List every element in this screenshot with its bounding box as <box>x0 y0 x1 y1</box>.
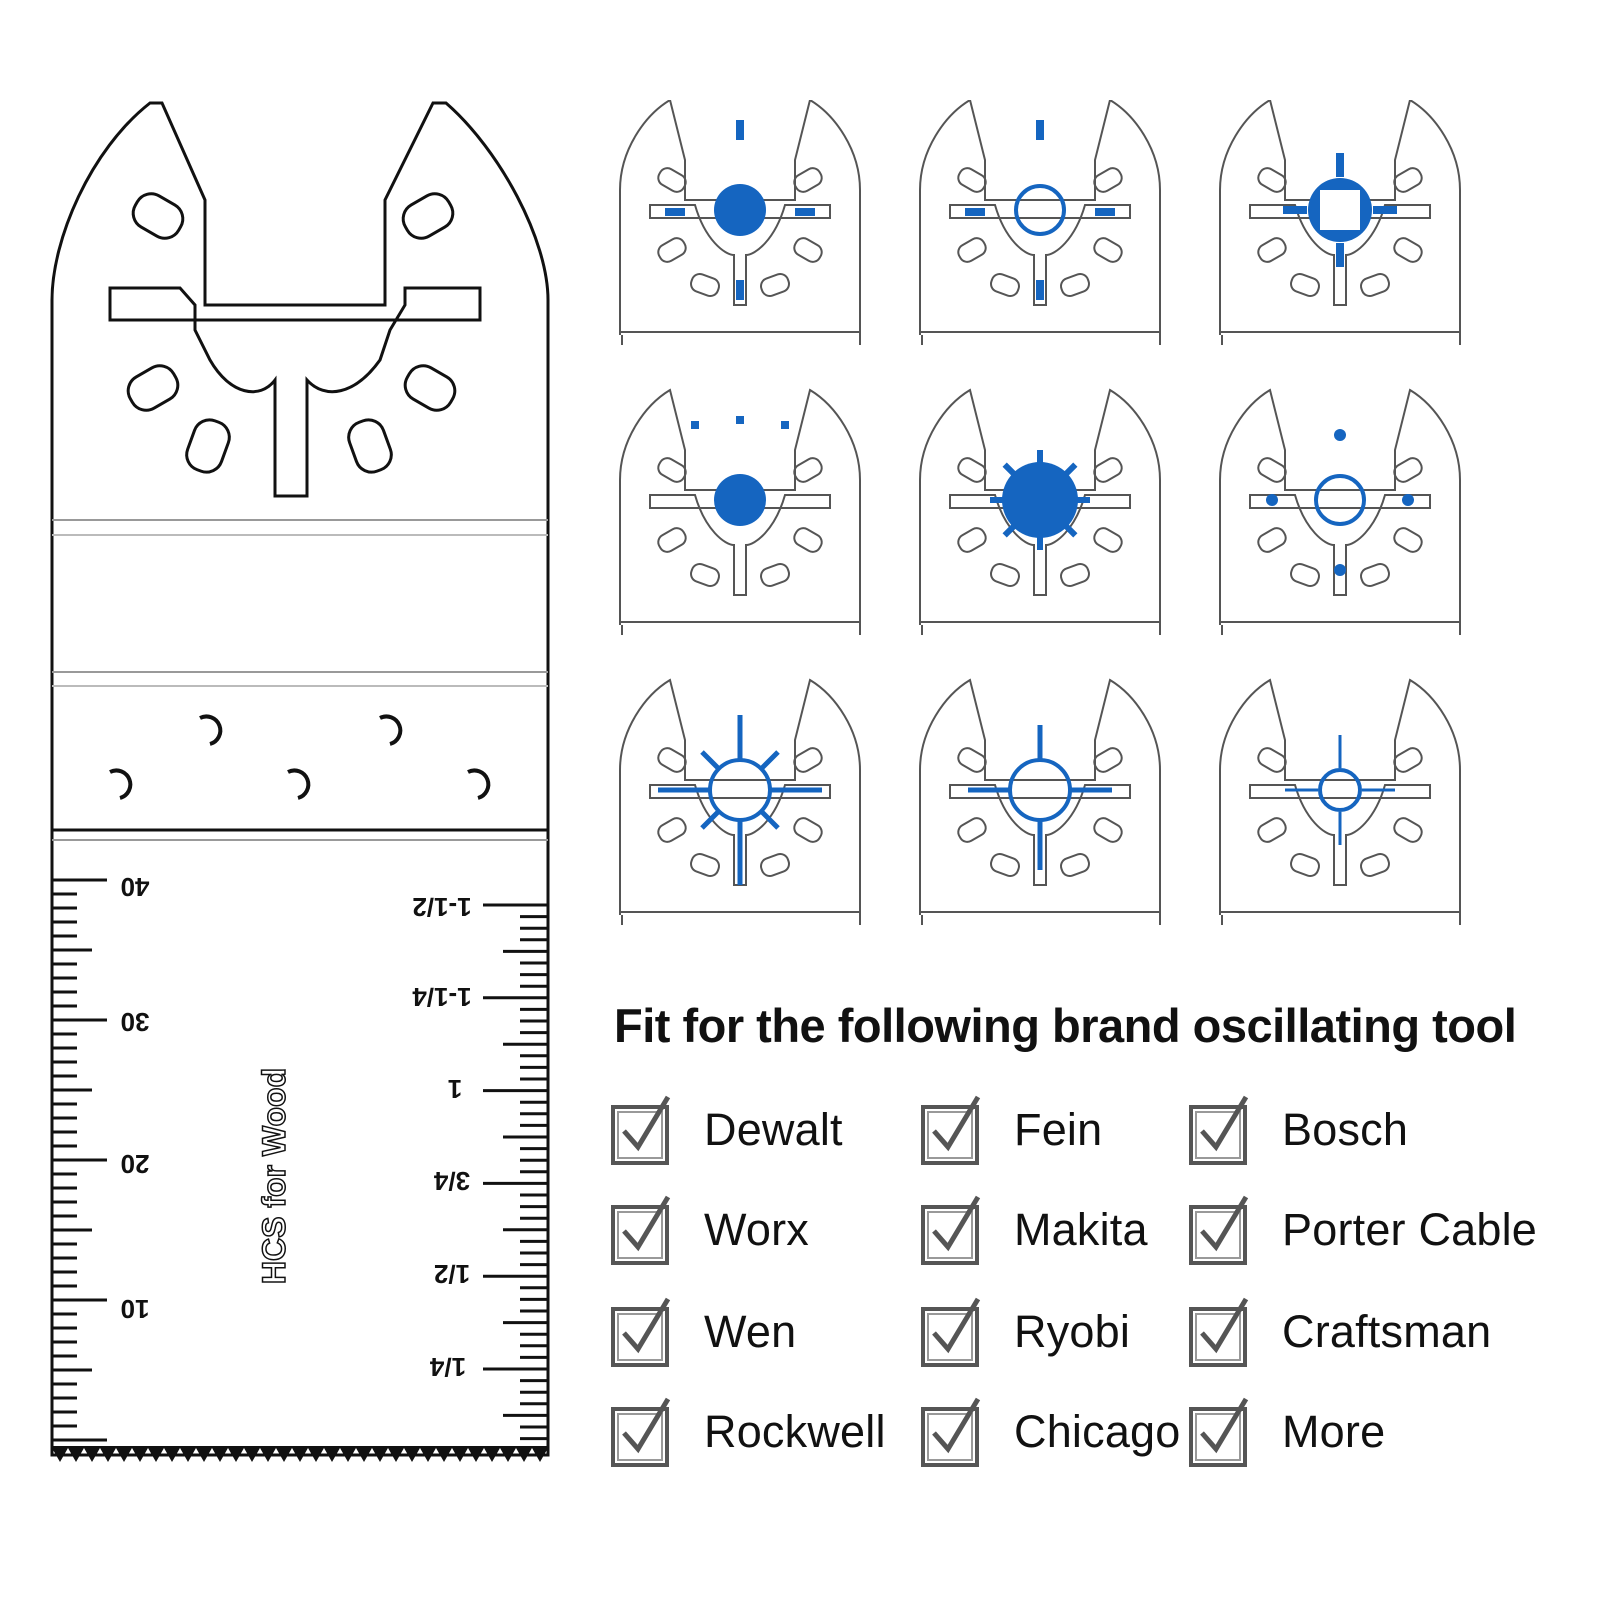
open-circle-adapter <box>919 100 1161 345</box>
brand-label: Craftsman <box>1282 1306 1492 1357</box>
imperial-label: 3/4 <box>433 1166 470 1196</box>
checkbox-checked-icon <box>1189 1297 1249 1367</box>
imperial-label: 1/4 <box>429 1352 466 1382</box>
plus-circle-adapter <box>919 678 1161 925</box>
imperial-label: 1-1/2 <box>412 892 471 922</box>
brand-item: Chicago <box>920 1387 1181 1477</box>
checkbox-checked-icon <box>1189 1397 1249 1467</box>
checkbox-checked-icon <box>921 1397 981 1467</box>
brand-item: Porter Cable <box>1188 1185 1537 1275</box>
checkbox-checked-icon <box>611 1195 671 1265</box>
brand-item: Rockwell <box>610 1387 886 1477</box>
checkbox-checked-icon <box>921 1095 981 1165</box>
metric-label: 40 <box>121 872 150 902</box>
brand-list: Dewalt Fein Bosch Worx <box>610 1085 1590 1485</box>
brand-label: Makita <box>1014 1204 1148 1255</box>
brand-item: Bosch <box>1188 1085 1408 1175</box>
imperial-label: 1-1/4 <box>412 982 472 1012</box>
brand-item: Dewalt <box>610 1085 843 1175</box>
brand-item: Craftsman <box>1188 1287 1491 1377</box>
checkbox-checked-icon <box>921 1297 981 1367</box>
brand-label: Dewalt <box>704 1104 843 1155</box>
brand-label: Rockwell <box>704 1406 886 1457</box>
brand-item: Ryobi <box>920 1287 1130 1377</box>
compatibility-heading: Fit for the following brand oscillating … <box>614 999 1517 1052</box>
dewalt-style-adapter <box>619 100 861 345</box>
metric-label: 30 <box>121 1007 150 1037</box>
checkbox-checked-icon <box>1189 1095 1249 1165</box>
checkbox-checked-icon <box>1189 1195 1249 1265</box>
brand-item: Worx <box>610 1185 809 1275</box>
dot-circle-adapter <box>1219 388 1461 635</box>
brand-label: Ryobi <box>1014 1306 1131 1357</box>
dotted-solid-circle-adapter <box>619 388 861 635</box>
brand-item: More <box>1188 1387 1385 1477</box>
brand-label: More <box>1282 1406 1386 1457</box>
brand-label: Bosch <box>1282 1104 1409 1155</box>
material-label: HCS for Wood <box>256 1068 292 1284</box>
imperial-label: 1 <box>448 1074 462 1104</box>
metric-label: 20 <box>121 1149 150 1179</box>
metric-label: 10 <box>121 1294 150 1324</box>
brand-item: Wen <box>610 1287 796 1377</box>
adapter-compatibility-grid <box>619 100 1461 925</box>
imperial-label: 1/2 <box>434 1259 470 1289</box>
saw-blade-illustration: 40 30 20 10 1-1/2 1-1/4 1 3/4 1/2 1/4 HC… <box>50 101 550 1462</box>
brand-item: Fein <box>920 1085 1102 1175</box>
checkbox-checked-icon <box>611 1397 671 1467</box>
brand-label: Fein <box>1014 1104 1103 1155</box>
checkbox-checked-icon <box>921 1195 981 1265</box>
brand-item: Makita <box>920 1185 1148 1275</box>
brand-label: Porter Cable <box>1282 1204 1538 1255</box>
square-hole-adapter <box>1219 100 1461 345</box>
brand-label: Wen <box>704 1306 797 1357</box>
checkbox-checked-icon <box>611 1095 671 1165</box>
arrow-circle-adapter <box>1219 678 1461 925</box>
star-solid-adapter <box>919 388 1161 635</box>
brand-label: Worx <box>704 1204 809 1255</box>
cross-circle-adapter <box>619 678 861 925</box>
checkbox-checked-icon <box>611 1297 671 1367</box>
brand-label: Chicago <box>1014 1406 1181 1457</box>
